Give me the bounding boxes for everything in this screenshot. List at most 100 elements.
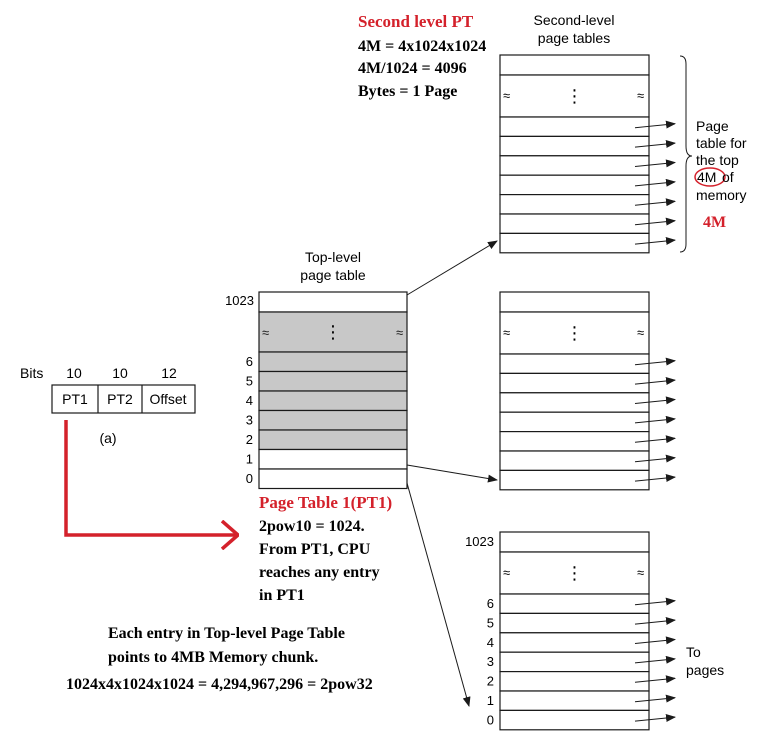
top-level-ellipsis: ⋮ — [324, 322, 342, 342]
second-level-bottom-row-4 — [499, 670, 650, 692]
second-level-top-gap — [499, 74, 650, 118]
mem-4m-red: 4M — [703, 214, 726, 231]
second-level-top-row-1 — [499, 135, 650, 157]
second-level-top-row-arrow-0 — [634, 120, 676, 129]
bottom-index-1023: 1023 — [465, 534, 494, 549]
second-level-note-1: 4M = 4x1024x1024 — [358, 38, 486, 55]
second-level-bottom-row-arrow-0 — [634, 597, 676, 606]
second-level-top-row-3 — [499, 174, 650, 196]
second-level-top-row-arrow-3 — [634, 178, 676, 187]
second-level-middle-row-3 — [499, 411, 650, 433]
second-level-middle-row-arrow-3 — [634, 415, 676, 424]
second-level-bottom-row-1 — [499, 612, 650, 634]
brace-label-of: of — [722, 169, 734, 185]
top-level-title-1: Top-level — [305, 249, 361, 265]
second-level-top-row-2 — [499, 155, 650, 176]
second-level-bottom-row-2 — [499, 632, 650, 653]
top-level-row-2 — [258, 429, 408, 451]
field-pt2: PT2 — [107, 391, 133, 407]
top-level-title-2: page table — [300, 267, 366, 283]
top-level-index-1023: 1023 — [225, 293, 254, 308]
top-level-row-3 — [258, 409, 408, 431]
second-level-middle-row-0 — [499, 353, 650, 374]
second-level-top-ellipsis: ⋮ — [566, 86, 584, 106]
second-level-bottom-row-arrow-5 — [634, 694, 676, 703]
pt1-note-3: reaches any entry — [259, 564, 380, 581]
top-level-index-0: 0 — [246, 471, 253, 486]
second-level-bottom-index-5: 5 — [487, 615, 494, 630]
second-level-bottom-index-6: 6 — [487, 596, 494, 611]
annotations: Second level PT 4M = 4x1024x1024 4M/1024… — [66, 12, 486, 693]
pt1-title: Page Table 1(PT1) — [259, 493, 392, 512]
second-level-top-row-6 — [499, 232, 650, 254]
arrow-entry1-to-middle-table — [406, 464, 498, 483]
top-level-index-6: 6 — [246, 354, 253, 369]
second-level-bottom-break-left-icon: ≈ — [503, 565, 510, 580]
second-level-middle-break-right-icon: ≈ — [637, 325, 644, 340]
second-level-bottom-break-right-icon: ≈ — [637, 565, 644, 580]
pt1-note-2: From PT1, CPU — [259, 541, 371, 558]
second-level-top-rows: ⋮ ≈ ≈ — [499, 54, 676, 254]
second-level-bottom-row-arrow-3 — [634, 655, 676, 664]
second-level-note-3: Bytes = 1 Page — [358, 83, 457, 100]
second-level-bottom-row-arrow-1 — [634, 617, 676, 625]
second-level-bottom-row-6 — [499, 709, 650, 731]
brace-label-4m: 4M — [697, 169, 716, 185]
second-level-middle-ellipsis: ⋮ — [566, 323, 584, 343]
second-level-middle-row-arrow-5 — [634, 454, 676, 463]
bits-label: Bits — [20, 365, 43, 381]
brace — [679, 55, 693, 253]
second-level-top-break-right-icon: ≈ — [637, 88, 644, 103]
second-level-bottom-entry-1023 — [499, 531, 650, 553]
address-format: Bits 10 10 12 PT1 PT2 Offset (a) — [20, 365, 196, 446]
second-level-bottom-index-1: 1 — [487, 693, 494, 708]
bits-offset: 12 — [161, 365, 177, 381]
second-level-top-row-arrow-2 — [634, 159, 676, 168]
second-level-top-row-arrow-4 — [634, 198, 676, 207]
top-level-index-1: 1 — [246, 452, 253, 467]
second-level-bottom-row-0 — [499, 593, 650, 614]
second-level-top-entry-1023 — [499, 54, 650, 76]
break-right-icon: ≈ — [396, 325, 403, 340]
second-level-middle-row-arrow-2 — [634, 396, 676, 405]
second-level-bottom-row-5 — [499, 690, 650, 711]
second-level-middle-row-arrow-1 — [634, 377, 676, 385]
top-level-rows: 6 5 4 3 2 1 0 — [246, 351, 408, 490]
top-level-index-2: 2 — [246, 432, 253, 447]
second-level-middle-row-1 — [499, 372, 650, 394]
top-level-row-6 — [258, 351, 408, 373]
top-level-index-3: 3 — [246, 413, 253, 428]
second-level-middle-row-2 — [499, 392, 650, 413]
bits-pt1: 10 — [66, 365, 82, 381]
second-level-bottom-row-arrow-6 — [634, 714, 676, 722]
top-level-page-table: Top-level page table 1023 ⋮ ≈ ≈ 6 5 4 3 2 1 0 — [225, 249, 408, 490]
second-level-middle-row-arrow-4 — [634, 435, 676, 444]
top-level-index-4: 4 — [246, 393, 253, 408]
pt1-note-1: 2pow10 = 1024. — [259, 518, 365, 535]
to-pages-2: pages — [686, 662, 724, 678]
break-left-icon: ≈ — [262, 325, 269, 340]
bits-pt2: 10 — [112, 365, 128, 381]
brace-label-memory: memory — [696, 187, 747, 203]
second-level-bottom-row-3 — [499, 651, 650, 673]
top-level-index-5: 5 — [246, 374, 253, 389]
second-level-middle-row-4 — [499, 431, 650, 452]
brace-label-1: Page — [696, 118, 729, 134]
second-level-top-row-arrow-1 — [634, 140, 676, 148]
second-level-table-top: Second-level page tables ⋮≈≈ Page table … — [499, 12, 747, 254]
second-level-pt-title: Second level PT — [358, 12, 474, 31]
brace-label-2: table for — [696, 135, 747, 151]
second-level-bottom-row-arrow-2 — [634, 636, 676, 645]
second-level-top-row-0 — [499, 116, 650, 137]
to-pages-1: To — [686, 644, 701, 660]
second-level-note-2: 4M/1024 = 4096 — [358, 60, 467, 77]
second-level-top-row-4 — [499, 194, 650, 215]
second-level-header-1: Second-level — [534, 12, 615, 28]
second-level-top-break-left-icon: ≈ — [503, 88, 510, 103]
second-level-bottom-ellipsis: ⋮ — [566, 563, 584, 583]
second-level-middle-row-arrow-6 — [634, 474, 676, 482]
second-level-middle-break-left-icon: ≈ — [503, 325, 510, 340]
top-level-row-1 — [258, 448, 408, 470]
